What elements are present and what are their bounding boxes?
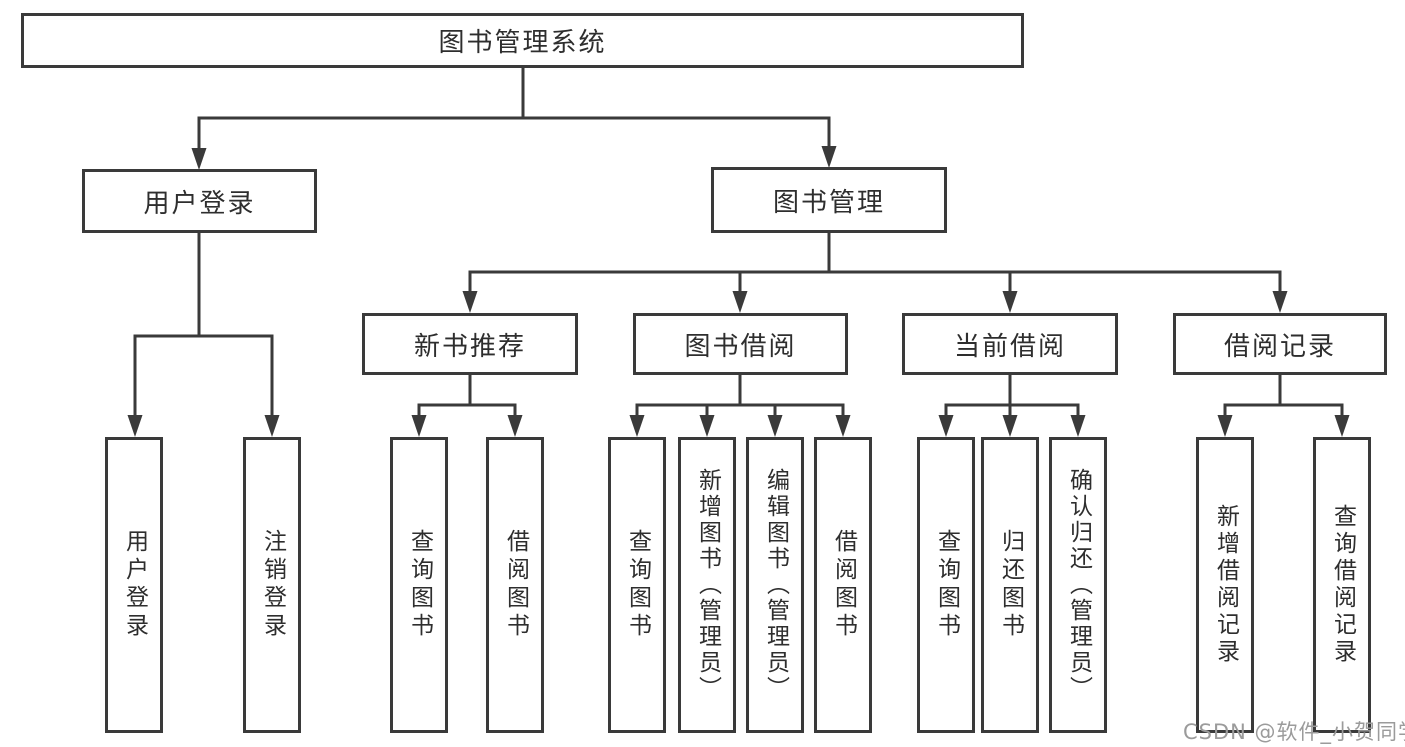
arrowhead-to-leaf-confirm-return bbox=[1070, 415, 1086, 437]
arrowhead-to-leaf-user-login bbox=[127, 415, 143, 437]
arrowhead-to-leaf-borrow-books-2 bbox=[835, 415, 851, 437]
arrowhead-to-leaf-add-record bbox=[1217, 415, 1233, 437]
leaf-add-book-admin: 新增图书（管理员） bbox=[678, 437, 736, 733]
connector-new-book-rail bbox=[417, 403, 517, 418]
connector-book-management-rail bbox=[468, 270, 1282, 294]
node-new-book-recommend: 新书推荐 bbox=[362, 313, 578, 375]
arrowhead-to-leaf-edit-book bbox=[767, 415, 783, 437]
node-current-borrow: 当前借阅 bbox=[902, 313, 1118, 375]
arrowhead-to-leaf-query-books-1 bbox=[411, 415, 427, 437]
connector-root-rail bbox=[197, 116, 831, 150]
leaf-borrow-books-recommend: 借阅图书 bbox=[486, 437, 544, 733]
leaf-query-books-current: 查询图书 bbox=[917, 437, 975, 733]
arrowhead-to-book-management bbox=[821, 146, 837, 168]
arrowhead-to-book-borrow bbox=[732, 291, 748, 313]
leaf-query-books-borrow: 查询图书 bbox=[608, 437, 666, 733]
connector-user-login-rail bbox=[133, 334, 274, 418]
arrowhead-to-new-book-recommend bbox=[462, 291, 478, 313]
connector-book-borrow-rail bbox=[635, 403, 845, 418]
arrowhead-to-current-borrow bbox=[1002, 291, 1018, 313]
leaf-query-books-recommend: 查询图书 bbox=[390, 437, 448, 733]
arrowhead-to-leaf-return-book bbox=[1002, 415, 1018, 437]
connector-records-rail bbox=[1223, 403, 1344, 418]
arrowhead-to-leaf-query-books-3 bbox=[938, 415, 954, 437]
arrowhead-to-leaf-query-record bbox=[1334, 415, 1350, 437]
node-book-borrow: 图书借阅 bbox=[633, 313, 848, 375]
arrowhead-to-user-login bbox=[191, 148, 207, 170]
leaf-edit-book-admin: 编辑图书（管理员） bbox=[746, 437, 804, 733]
watermark: CSDN @软件_小贺同学 bbox=[1183, 720, 1405, 744]
node-book-management: 图书管理 bbox=[711, 167, 947, 233]
arrowhead-to-leaf-logout bbox=[264, 415, 280, 437]
leaf-confirm-return-admin: 确认归还（管理员） bbox=[1049, 437, 1107, 733]
leaf-return-book: 归还图书 bbox=[981, 437, 1039, 733]
arrowhead-to-borrow-records bbox=[1272, 291, 1288, 313]
leaf-borrow-books-borrow: 借阅图书 bbox=[814, 437, 872, 733]
leaf-add-borrow-record: 新增借阅记录 bbox=[1196, 437, 1254, 733]
node-borrow-records: 借阅记录 bbox=[1173, 313, 1387, 375]
arrowhead-to-leaf-query-books-2 bbox=[629, 415, 645, 437]
leaf-query-borrow-record: 查询借阅记录 bbox=[1313, 437, 1371, 733]
leaf-user-login: 用户登录 bbox=[105, 437, 163, 733]
arrowhead-to-leaf-add-book bbox=[699, 415, 715, 437]
arrowhead-to-leaf-borrow-books-1 bbox=[507, 415, 523, 437]
node-user-login: 用户登录 bbox=[82, 169, 317, 233]
node-library-management-system: 图书管理系统 bbox=[21, 13, 1024, 68]
leaf-logout: 注销登录 bbox=[243, 437, 301, 733]
